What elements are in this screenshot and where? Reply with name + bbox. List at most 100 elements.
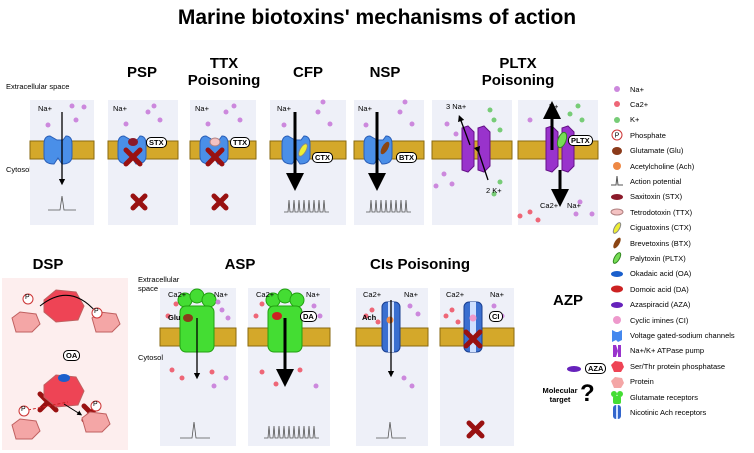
ion-label-ca-2: Ca2+ <box>256 290 275 299</box>
na-dot <box>608 82 626 96</box>
blocked-icons-top <box>123 147 229 211</box>
na-ions-top <box>45 99 595 217</box>
glu-label: Glu <box>168 313 181 322</box>
mechanism-diagram <box>2 99 599 450</box>
ion-label-na-7: Na+ <box>306 290 320 299</box>
legend-item: Brevetoxins (BTX) <box>608 236 691 250</box>
legend-item: Okadaic acid (OA) <box>608 267 691 281</box>
ion-label-ca-1: Ca2+ <box>168 290 187 299</box>
ion-label-na-top: Na+ <box>567 201 581 210</box>
heading-cis: CIs Poisoning <box>369 256 470 273</box>
ca-dot <box>608 97 626 111</box>
heading-pltx: PLTX Poisoning <box>481 55 555 89</box>
ion-label-ca-4: Ca2+ <box>446 290 465 299</box>
legend-label: Brevetoxins (BTX) <box>630 238 691 248</box>
legend-label: K+ <box>630 115 640 125</box>
palytoxin-icon <box>608 251 626 265</box>
legend-label: Palytoxin (PLTX) <box>630 253 686 263</box>
nicotinic-receptor-icon <box>608 405 626 420</box>
legend-item: Voltage gated-sodium channels <box>608 328 735 343</box>
ttx-tag: TTX <box>230 137 251 148</box>
legend-item: Ca2+ <box>608 97 648 111</box>
legend-label: Ca2+ <box>630 99 649 109</box>
legend-label: Saxitoxin (STX) <box>630 192 683 202</box>
action-potential-traces <box>48 195 411 213</box>
legend-item: Cyclic imines (CI) <box>608 313 688 327</box>
legend-label: Phosphate <box>630 130 666 140</box>
legend-label: Acetylcholine (Ach) <box>630 161 695 171</box>
cytosol-label-bottom: Cytosol <box>138 353 164 362</box>
legend-item: Domoic acid (DA) <box>608 282 689 296</box>
heading-ttx: TTX Poisoning <box>187 55 261 89</box>
legend-item: Palytoxin (PLTX) <box>608 251 686 265</box>
legend-item: Glutamate receptors <box>608 390 698 404</box>
legend-item: Na+/K+ ATPase pump <box>608 344 704 358</box>
heading-cfp: CFP <box>293 64 323 81</box>
extracellular-label-top: Extracellular space <box>6 82 70 91</box>
ion-label-na-5: Na+ <box>358 104 372 113</box>
legend-item: Acetylcholine (Ach) <box>608 159 694 173</box>
ion-label-na-4: Na+ <box>277 104 291 113</box>
heading-psp: PSP <box>126 64 157 81</box>
btx-tag: BTX <box>396 152 417 163</box>
sodium-channel-icon <box>608 328 626 343</box>
domoic-acid-icon <box>608 282 626 296</box>
azaspiracid-icon <box>608 298 626 312</box>
ion-label-ca-3: Ca2+ <box>363 290 382 299</box>
glutamate-receptor-icon <box>608 390 626 404</box>
page-title: Marine biotoxins' mechanisms of action <box>177 6 577 29</box>
heading-asp: ASP <box>224 256 256 273</box>
legend-label: Na+/K+ ATPase pump <box>630 346 705 356</box>
oa-tag: OA <box>63 350 81 361</box>
pltx-tag: PLTX <box>568 135 593 146</box>
ion-label-3na: 3 Na+ <box>446 102 467 111</box>
action-potential-icon <box>608 174 626 188</box>
glutamate-icon <box>608 144 626 158</box>
legend-label: Ser/Thr protein phosphatase <box>630 361 726 371</box>
okadaic-acid-icon <box>608 267 626 281</box>
acetylcholine-icon <box>608 159 626 173</box>
legend-label: Azaspiracid (AZA) <box>630 300 691 310</box>
legend-label: Voltage gated-sodium channels <box>630 330 735 340</box>
phosphatase-icon <box>608 359 626 373</box>
legend-label: Okadaic acid (OA) <box>630 269 692 279</box>
ion-label-k: K+ <box>549 102 559 111</box>
brevetoxin-icon <box>608 236 626 250</box>
extracellular-label-bottom: Extracellular space <box>138 275 180 293</box>
k-ions-top <box>487 103 585 197</box>
ctx-tag: CTX <box>312 152 333 163</box>
heading-nsp: NSP <box>369 64 401 81</box>
phosphate-p-1: P <box>25 294 30 301</box>
legend-item: K+ <box>608 113 639 127</box>
ci-tag: CI <box>489 311 503 322</box>
legend-label: Glutamate (Glu) <box>630 146 684 156</box>
legend-item: Azaspiracid (AZA) <box>608 298 690 312</box>
ciguatoxin-icon <box>608 221 626 235</box>
k-dot <box>608 113 626 127</box>
legend-label: Nicotinic Ach receptors <box>630 407 707 417</box>
ion-label-na-6: Na+ <box>214 290 228 299</box>
legend-item: Glutamate (Glu) <box>608 144 683 158</box>
phosphate-p-2: P <box>94 308 99 315</box>
ion-label-2k: 2 K+ <box>486 186 502 195</box>
legend-item: Tetrodotoxin (TTX) <box>608 205 692 219</box>
cytosol-label-top: Cytosol <box>6 165 32 174</box>
ion-label-ca-top: Ca2+ <box>540 201 559 210</box>
aza-tag: AZA <box>585 363 607 374</box>
legend-label: Glutamate receptors <box>630 392 698 402</box>
phosphate-p-3: P <box>21 406 26 413</box>
da-tag: DA <box>300 311 317 322</box>
legend-item: Action potential <box>608 174 681 188</box>
question-mark: ? <box>580 380 595 407</box>
ca-ions-top <box>517 209 541 223</box>
heading-azp: AZP <box>553 292 583 309</box>
legend-label: Na+ <box>630 84 644 94</box>
dsp-proteins <box>11 289 121 440</box>
legend-label: Action potential <box>630 176 682 186</box>
ion-label-na-1: Na+ <box>38 104 52 113</box>
atpase-pump-icon <box>608 344 626 358</box>
legend-item: Protein <box>608 375 654 389</box>
phosphate-p-4: P <box>93 401 98 408</box>
ion-label-na-9: Na+ <box>490 290 504 299</box>
